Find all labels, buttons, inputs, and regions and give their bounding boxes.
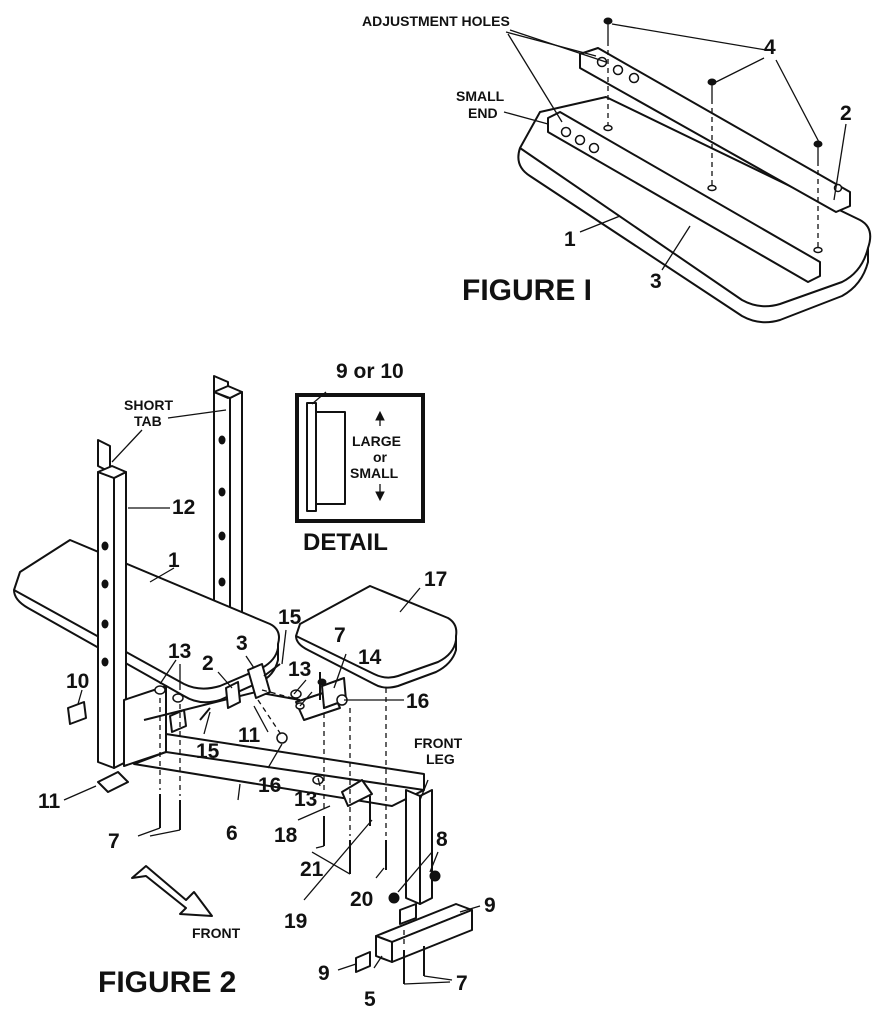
- fig2-label-front-leg-2: LEG: [426, 751, 455, 767]
- fig2-upright-front: [97, 439, 127, 769]
- fig2-leaders: [63, 409, 481, 985]
- fig1-label-end: END: [468, 105, 498, 121]
- fig2-part-9-b: 9: [318, 962, 330, 985]
- fig2-part-13-b: 13: [288, 658, 311, 681]
- detail-title: DETAIL: [303, 529, 388, 556]
- detail-inset: 9 or 10 LARGE or SMALL DETAIL: [295, 360, 425, 556]
- fig2-part-7-c: 7: [456, 972, 468, 995]
- fig2-part-11-a: 11: [38, 790, 61, 813]
- fig2-hardware: [67, 663, 441, 984]
- fig2-part-21: 21: [300, 858, 324, 881]
- fig2-label-short: SHORT: [124, 397, 173, 413]
- fig1-part-4: 4: [764, 36, 776, 59]
- fig2-part-8: 8: [436, 828, 448, 851]
- fig2-part-7-a: 7: [334, 624, 346, 647]
- fig1-bolts-4: [603, 17, 823, 254]
- fig2-part-16-b: 16: [258, 774, 281, 797]
- fig2-part-15-b: 15: [196, 740, 220, 763]
- fig2-part-13-c: 13: [294, 788, 317, 811]
- fig2-part-3: 3: [236, 632, 248, 655]
- fig2-upright-back: [213, 375, 243, 619]
- fig1-bracket-3: [547, 111, 821, 283]
- fig2-part-12: 12: [172, 496, 195, 519]
- detail-heading: 9 or 10: [336, 360, 404, 383]
- fig2-part-7-b: 7: [108, 830, 120, 853]
- fig2-part-10: 10: [66, 670, 89, 693]
- fig2-part-17: 17: [424, 568, 447, 591]
- fig2-front-leg: [399, 789, 433, 925]
- fig1-title: FIGURE I: [462, 274, 592, 307]
- fig2-foot-bar-5: [375, 903, 473, 963]
- fig2-foot-pad-17: [295, 585, 458, 689]
- fig2-label-front-leg-1: FRONT: [414, 735, 463, 751]
- detail-large: LARGE: [352, 433, 401, 449]
- figure-1: ADJUSTMENT HOLES SMALL END 4 2 1 3 FIGUR…: [362, 13, 872, 324]
- fig1-part-2: 2: [840, 102, 852, 125]
- fig2-label-front: FRONT: [192, 925, 241, 941]
- fig1-bracket-2: [579, 47, 851, 213]
- fig2-part-18: 18: [274, 824, 298, 847]
- fig2-part-6: 6: [226, 822, 238, 845]
- fig2-part-16-a: 16: [406, 690, 429, 713]
- detail-small: SMALL: [350, 465, 399, 481]
- fig1-part-1: 1: [564, 228, 576, 251]
- fig2-part-20: 20: [350, 888, 373, 911]
- detail-or: or: [373, 449, 388, 465]
- fig2-part-14: 14: [358, 646, 382, 669]
- fig2-part-11-b: 11: [238, 724, 261, 747]
- fig2-part-13-a: 13: [168, 640, 191, 663]
- fig2-part-19: 19: [284, 910, 307, 933]
- fig1-label-adjustment-holes: ADJUSTMENT HOLES: [362, 13, 510, 29]
- fig1-leaders: [503, 23, 847, 271]
- fig1-part-3: 3: [650, 270, 662, 293]
- fig2-part-2: 2: [202, 652, 214, 675]
- fig2-part-9-a: 9: [484, 894, 496, 917]
- fig2-title: FIGURE 2: [98, 966, 236, 999]
- fig2-part-15-a: 15: [278, 606, 302, 629]
- figure-2: SHORT TAB 12 1 10 13 3 2 15 7 13 14 16 1…: [13, 375, 496, 1011]
- fig2-part-1: 1: [168, 549, 180, 572]
- fig2-label-tab: TAB: [134, 413, 162, 429]
- fig1-label-small: SMALL: [456, 88, 505, 104]
- fig2-part-5: 5: [364, 988, 376, 1011]
- fig2-front-arrow: [131, 865, 213, 917]
